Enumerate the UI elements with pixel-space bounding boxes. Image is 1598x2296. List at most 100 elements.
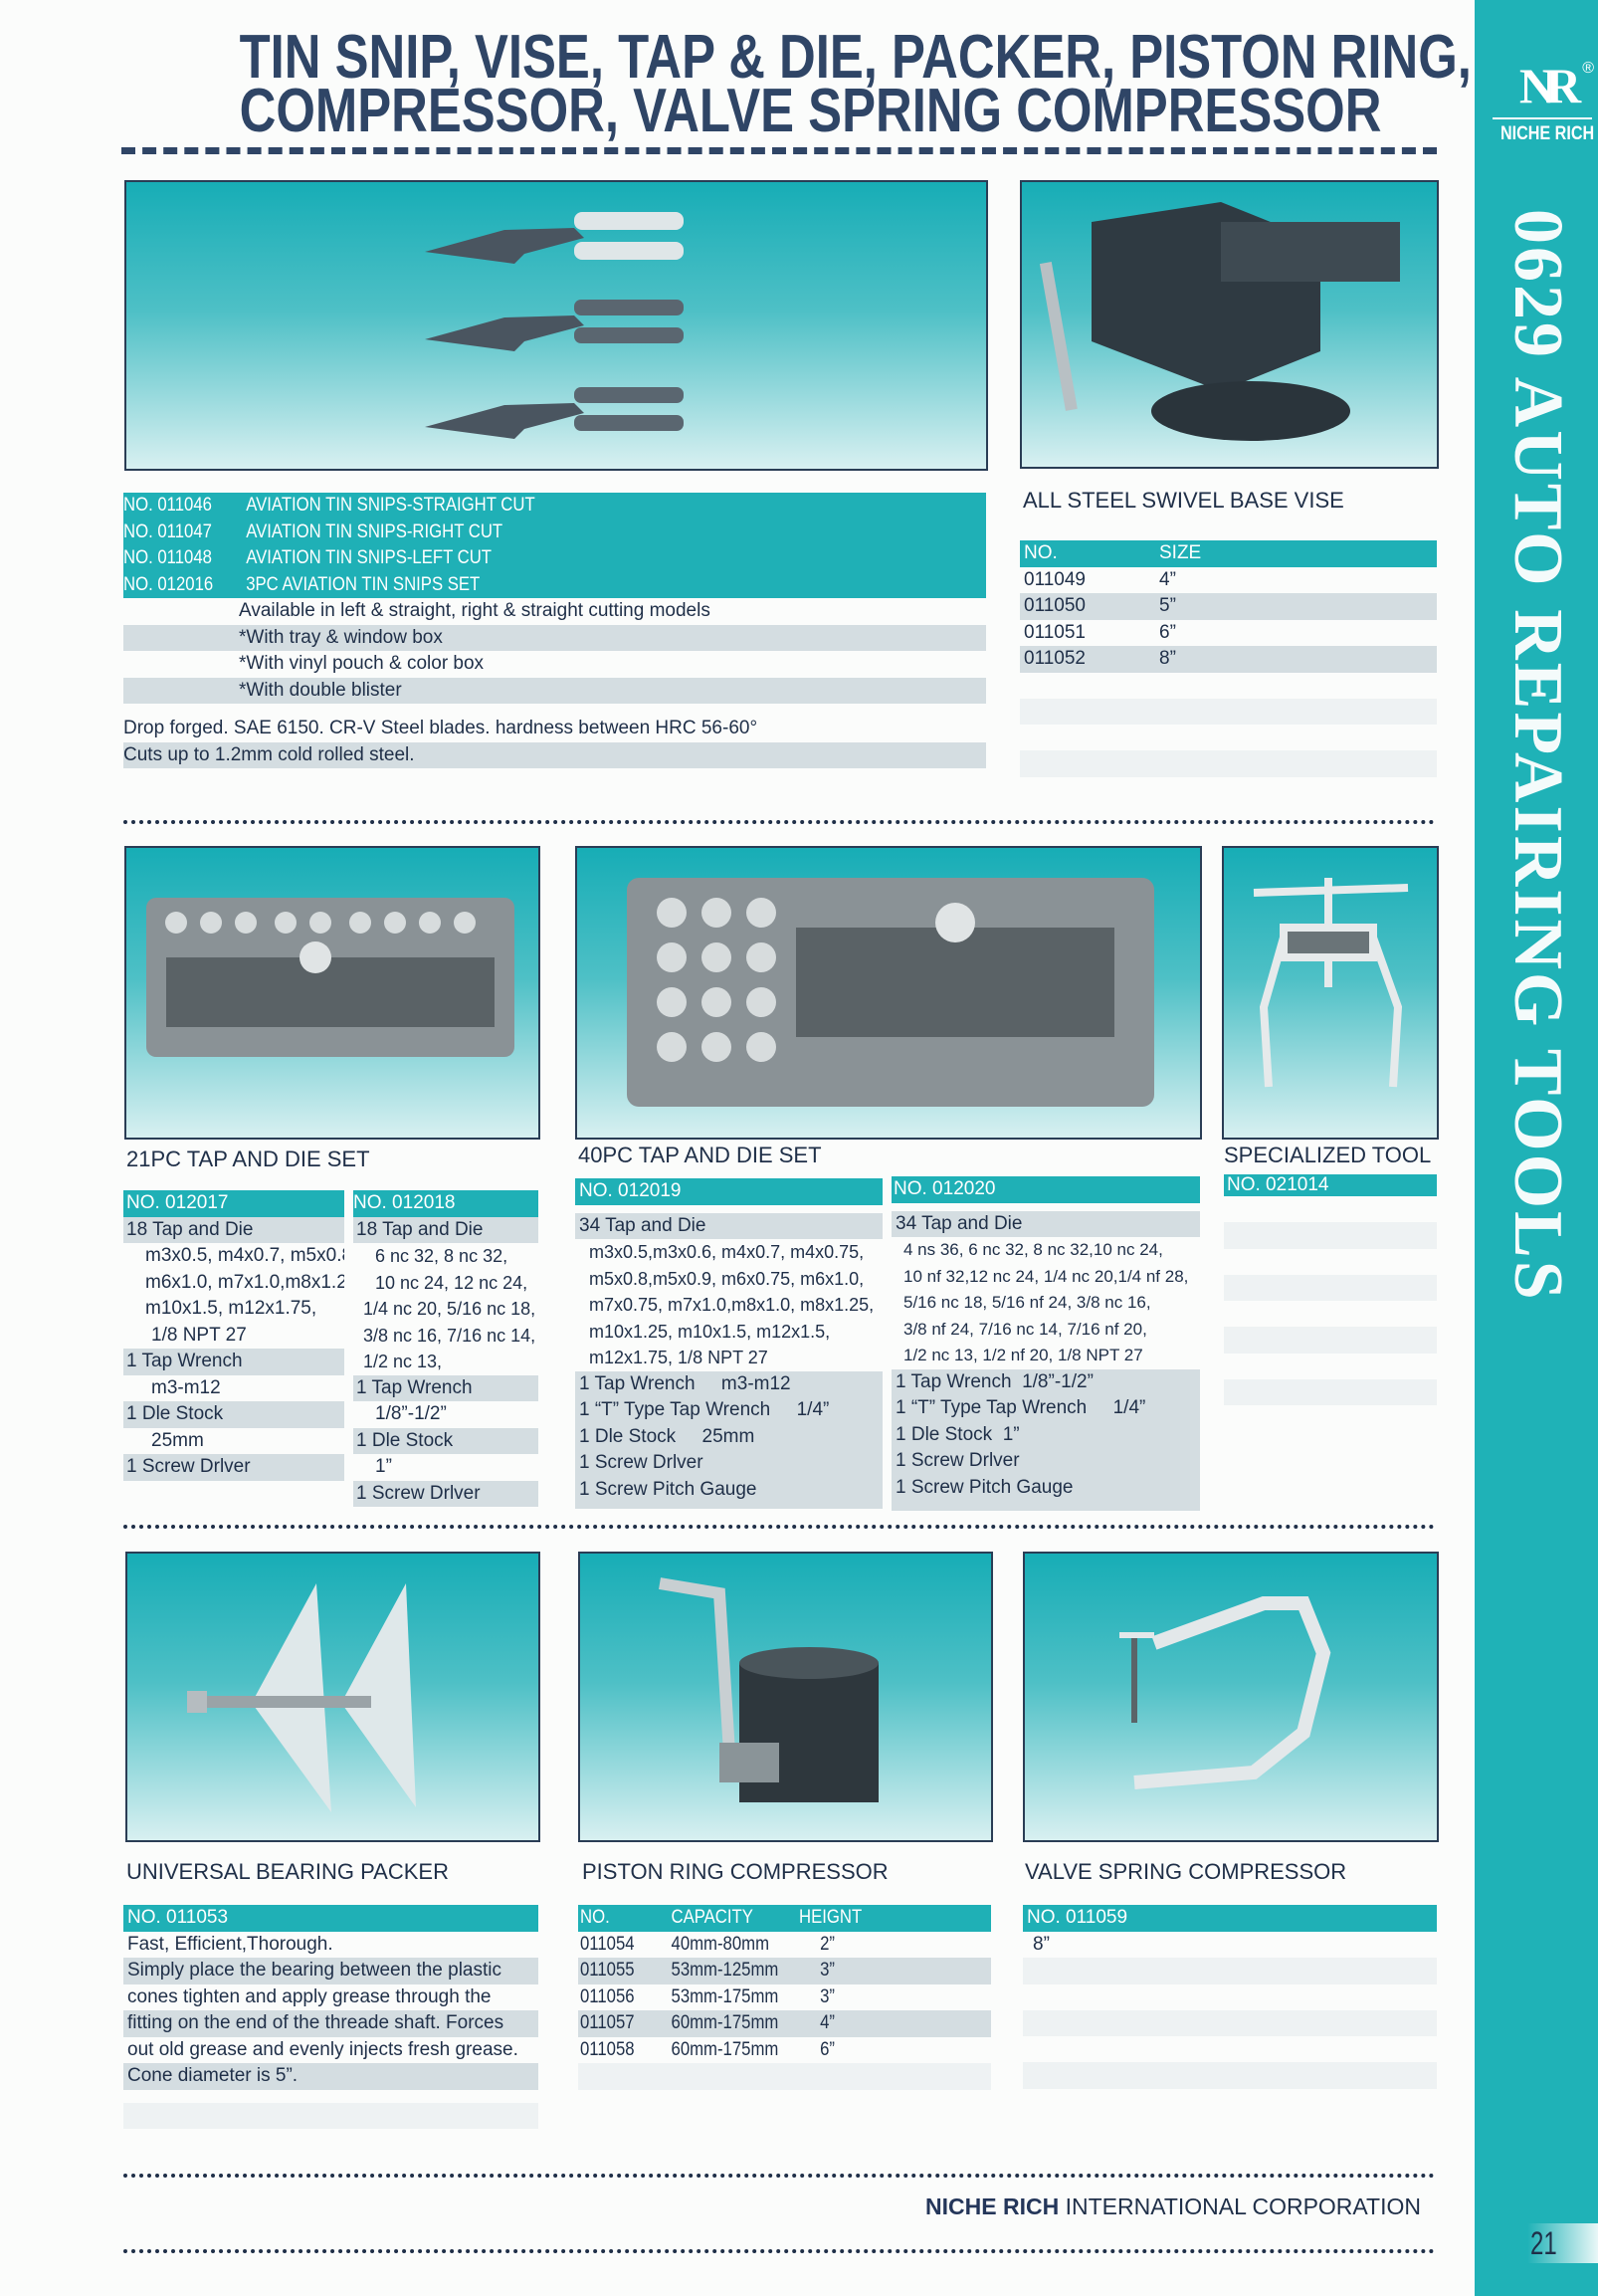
empty-row <box>1020 750 1437 777</box>
description-line: Cone diameter is 5”. <box>123 2063 538 2090</box>
footer-company: NICHE RICH INTERNATIONAL CORPORATION <box>697 2193 1421 2220</box>
specialized-title: SPECIALIZED TOOL <box>1224 1143 1432 1167</box>
list-item: 5/16 nc 18, 5/16 nf 24, 3/8 nc 16, <box>903 1293 1151 1312</box>
list-item: 1” <box>375 1456 392 1477</box>
cell-no: 011054 <box>580 1933 635 1955</box>
table-row: NO. 011048 AVIATION TIN SNIPS-LEFT CUT <box>123 545 986 572</box>
cell-no: 011050 <box>1024 595 1086 616</box>
list-heading: 1 Dle Stock <box>353 1427 538 1454</box>
title-divider <box>121 147 1437 154</box>
empty-row <box>1224 1378 1437 1405</box>
list-item: m10x1.5, m12x1.75, <box>145 1298 317 1319</box>
option-line: Available in left & straight, right & st… <box>239 600 710 621</box>
vise-image <box>1020 180 1439 469</box>
logo-divider <box>1493 117 1592 119</box>
list-heading: 1 “T” Type Tap Wrench 1/4” <box>579 1399 830 1420</box>
list-heading: 1 Tap Wrench <box>353 1374 538 1401</box>
option-line: *With tray & window box <box>123 624 986 651</box>
valve-spring-compressor-icon <box>1119 1596 1331 1789</box>
cell-no: 011052 <box>1024 648 1086 669</box>
cell-capacity: 53mm-175mm <box>671 1985 779 2007</box>
list-item: 10 nc 24, 12 nc 24, <box>375 1272 528 1293</box>
description-line: fitting on the end of the threade shaft.… <box>123 2010 538 2037</box>
item-number: NO. 012017 <box>123 1190 344 1217</box>
footer-brand: NICHE RICH <box>925 2193 1060 2219</box>
logo-brand: NICHE RICH <box>1499 123 1595 144</box>
list-item: 3/8 nc 16, 7/16 nc 14, <box>363 1325 536 1346</box>
tap21-title: 21PC TAP AND DIE SET <box>126 1147 370 1171</box>
cell-capacity: 53mm-125mm <box>671 1960 779 1981</box>
description-line: cones tighten and apply grease through t… <box>127 1985 492 2007</box>
cell-no: 011051 <box>1024 621 1086 643</box>
valve-spring-title: VALVE SPRING COMPRESSOR <box>1025 1859 1347 1884</box>
cell-no: 011058 <box>580 2038 635 2060</box>
footer-divider-bottom <box>123 2249 1435 2253</box>
item-number: NO. 012018 <box>353 1190 538 1217</box>
item-name: AVIATION TIN SNIPS-STRAIGHT CUT <box>246 495 535 516</box>
list-heading: 1 Dle Stock 25mm <box>579 1425 755 1447</box>
specialized-tool-image <box>1222 846 1439 1140</box>
tap-die-40pc-image <box>575 846 1202 1140</box>
header-capacity: CAPACITY <box>671 1907 753 1928</box>
list-item: m10x1.25, m10x1.5, m12x1.5, <box>589 1321 831 1342</box>
valve-spring-compressor-image <box>1023 1552 1439 1842</box>
note-line: Cuts up to 1.2mm cold rolled steel. <box>123 741 986 768</box>
list-item: 1/8 NPT 27 <box>151 1324 247 1346</box>
item-number: NO. 011059 <box>1023 1905 1437 1932</box>
cell-no: 011056 <box>580 1985 635 2007</box>
list-item: m3x0.5, m4x0.7, m5x0.8 <box>145 1245 344 1266</box>
vise-icon <box>1039 202 1400 441</box>
header-size: SIZE <box>1159 542 1202 563</box>
size-value: 8” <box>1033 1933 1050 1955</box>
item-number: NO. 011047 <box>123 521 212 542</box>
page-title-line2: COMPRESSOR, VALVE SPRING COMPRESSOR <box>239 77 1382 145</box>
page-number: 21 <box>1530 2225 1557 2261</box>
list-item: 1/4 nc 20, 5/16 nc 18, <box>363 1299 536 1319</box>
tin-snip-icon <box>425 212 684 439</box>
empty-row <box>1020 698 1437 725</box>
item-number: NO. 012019 <box>575 1178 883 1205</box>
list-item: 1/8”-1/2” <box>375 1403 447 1424</box>
empty-row <box>123 2102 538 2129</box>
cell-capacity: 60mm-175mm <box>671 2038 779 2060</box>
tap-die-21pc-image <box>124 846 540 1140</box>
list-heading: 1 Tap Wrench 1/8”-1/2” <box>896 1370 1094 1392</box>
item-name: AVIATION TIN SNIPS-LEFT CUT <box>246 547 493 568</box>
empty-row <box>1224 1274 1437 1301</box>
cell-no: 011057 <box>580 2012 635 2033</box>
brand-logo: NR ® NICHE RICH <box>1493 58 1598 157</box>
catalog-title: 0629 AUTO REPAIRING TOOLS <box>1499 209 1576 1303</box>
header-no: NO. <box>580 1907 610 1928</box>
cell-height: 3” <box>820 1985 835 2007</box>
list-heading: 18 Tap and Die <box>123 1216 344 1243</box>
item-number: NO. 011048 <box>123 547 212 568</box>
list-heading: 1 Screw Drlver <box>579 1452 703 1473</box>
tap40-title: 40PC TAP AND DIE SET <box>578 1143 822 1167</box>
list-heading: 1 “T” Type Tap Wrench 1/4” <box>896 1397 1146 1418</box>
bearing-packer-icon <box>187 1583 416 1812</box>
list-item: m3x0.5,m3x0.6, m4x0.7, m4x0.75, <box>589 1242 865 1262</box>
cell-no: 011055 <box>580 1960 635 1981</box>
empty-row <box>1023 2009 1437 2036</box>
list-item: 6 nc 32, 8 nc 32, <box>375 1246 508 1266</box>
list-heading: 1 Screw Pitch Gauge <box>579 1478 757 1500</box>
cell-size: 8” <box>1159 648 1176 669</box>
piston-ring-compressor-icon <box>659 1577 879 1802</box>
tap-die-set-icon <box>627 878 1154 1107</box>
page-number-box: 21 <box>1527 2223 1598 2263</box>
table-header: NO.SIZE <box>1020 540 1437 567</box>
cell-height: 4” <box>820 2012 835 2033</box>
list-item: m7x0.75, m7x1.0,m8x1.0, m8x1.25, <box>589 1295 875 1315</box>
item-name: 3PC AVIATION TIN SNIPS SET <box>246 573 481 595</box>
empty-row <box>1023 1958 1437 1984</box>
option-line: *With double blister <box>123 677 986 704</box>
piston-ring-compressor-image <box>578 1552 993 1842</box>
tin-snips-image <box>124 180 988 471</box>
list-heading: 1 Screw Drlver <box>123 1454 344 1481</box>
item-number: NO. 021014 <box>1224 1174 1437 1196</box>
